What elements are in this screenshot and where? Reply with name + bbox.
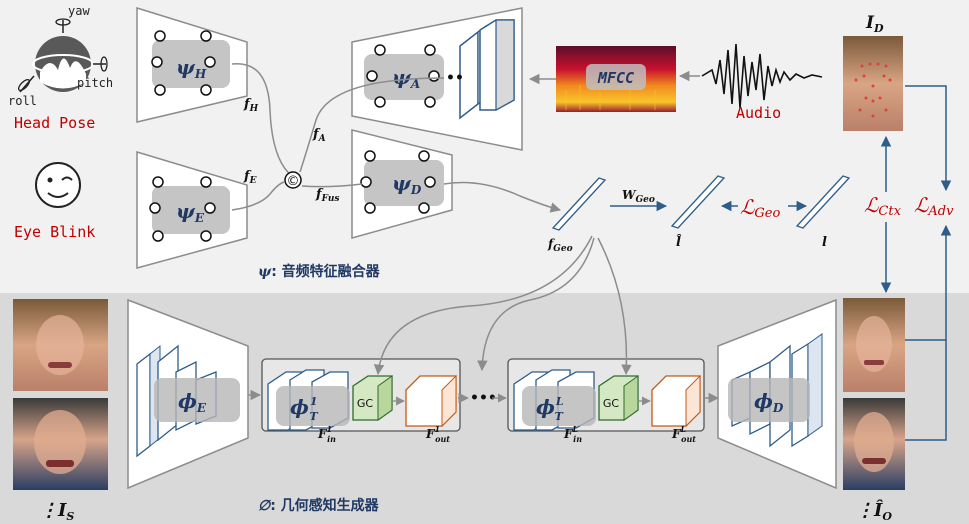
svg-text:©: ©: [287, 174, 300, 189]
phi-caption: ∅: 几何感知生成器: [258, 497, 380, 514]
gc-block-1: [352, 375, 393, 421]
source-face-2: [13, 398, 108, 490]
phi-e-encoder: [127, 298, 249, 490]
mfcc-label: MFCC: [597, 69, 634, 87]
psi-a-network: [351, 7, 523, 151]
psi-h-network: [136, 6, 248, 123]
loss-ctx-label: ℒCtx: [864, 193, 902, 219]
f-h-label: fH: [243, 97, 259, 114]
f-out-l-block: [651, 374, 701, 428]
fgeo-to-gcl-edge: [597, 237, 632, 376]
psi-d-to-fgeo-edge: [443, 181, 562, 213]
concat-node: ©: [284, 171, 302, 189]
l-label: l: [822, 235, 827, 250]
gc-block-l: [598, 375, 639, 421]
f-a-label: fA: [312, 127, 326, 144]
f-geo-bar: [551, 177, 607, 231]
psi-a-label: ψA: [392, 65, 420, 91]
audio-waveform: [701, 43, 823, 109]
phi-d-label: ϕD: [754, 389, 784, 415]
head-pose-icon: [17, 18, 108, 93]
fgeo-to-ellipsis-edge: [477, 237, 595, 372]
psi-d-network: [351, 129, 453, 239]
gc-label-1: GC: [357, 397, 374, 410]
output-face-2: [843, 398, 905, 490]
gc-label-l: GC: [603, 397, 620, 410]
adv-path-top: [905, 85, 952, 192]
psi-e-network: [136, 150, 248, 269]
head-pose-label: Head Pose: [14, 114, 95, 132]
audio-label: Audio: [736, 104, 781, 122]
block-ellipsis: •••: [470, 390, 497, 406]
l-hat-label: l̂: [676, 234, 682, 250]
loss-geo-label: ℒGeo: [740, 195, 780, 221]
psi-e-label: ψE: [176, 199, 205, 225]
f-e-edge: [231, 181, 285, 211]
output-face-1: [843, 298, 905, 392]
i-d-label: ID: [865, 13, 884, 35]
f-h-edge: [231, 63, 293, 177]
f-a-edge: [299, 77, 445, 173]
fgeo-to-gc1-edge: [373, 235, 593, 376]
i-o-label: ⋮ÎO: [856, 498, 892, 523]
f-geo-label: fGeo: [547, 237, 573, 254]
l-bar: [795, 175, 851, 229]
w-geo-label: WGeo: [622, 188, 655, 205]
phi-e-label: ϕE: [178, 389, 207, 415]
pitch-label: pitch: [77, 76, 113, 90]
psi-d-label: ψD: [392, 171, 422, 197]
yaw-label: yaw: [68, 4, 90, 18]
l-hat-bar: [670, 175, 726, 229]
face-image-d: [843, 36, 903, 131]
adv-path-bottom2: [905, 340, 947, 441]
f-fus-label: fFus: [315, 187, 339, 204]
eye-blink-label: Eye Blink: [14, 223, 95, 241]
f-out-1-block: [405, 374, 457, 428]
psi-a-ellipsis: ••: [446, 70, 464, 86]
wink-face-icon: [35, 162, 81, 208]
mfcc-spectrogram: [556, 46, 676, 112]
loss-adv-label: ℒAdv: [914, 193, 954, 219]
psi-h-label: ψH: [176, 55, 207, 81]
source-face-1: [13, 299, 108, 391]
psi-caption: ψ: 音频特征融合器: [258, 263, 381, 280]
f-fus-edge: [301, 183, 363, 188]
roll-label: roll: [8, 94, 37, 108]
f-e-label: fE: [243, 169, 257, 186]
phi-d-decoder: [717, 298, 837, 490]
i-s-label: ⋮IS: [40, 500, 74, 523]
